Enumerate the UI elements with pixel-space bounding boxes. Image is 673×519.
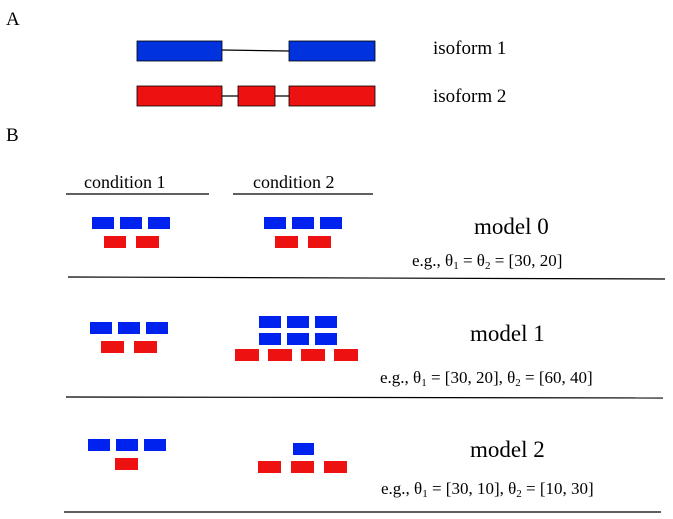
theta-subscript: 1 — [422, 488, 428, 500]
read-isoform-2 — [115, 458, 138, 470]
theta-symbol: θ — [445, 251, 454, 270]
read-isoform-1 — [315, 333, 337, 345]
read-isoform-1 — [120, 217, 142, 229]
example-text: = [10, 30] — [521, 479, 594, 498]
theta-symbol: θ — [507, 368, 516, 387]
panel-b-letter: B — [6, 125, 19, 146]
model-1-title: model 1 — [470, 321, 545, 346]
read-isoform-2 — [324, 461, 347, 473]
theta-symbol: θ — [476, 251, 485, 270]
read-isoform-1 — [118, 322, 140, 334]
read-isoform-1 — [259, 333, 281, 345]
read-isoform-1 — [148, 217, 170, 229]
read-isoform-1 — [293, 443, 314, 455]
example-prefix: e.g., — [412, 251, 446, 270]
read-isoform-2 — [291, 461, 314, 473]
isoform-1-label: isoform 1 — [433, 38, 507, 59]
example-text: = [30, 20], — [426, 368, 508, 387]
theta-subscript: 1 — [421, 377, 427, 389]
read-isoform-2 — [134, 341, 157, 353]
isoform-1-intron — [221, 49, 290, 52]
theta-subscript: 1 — [453, 260, 459, 272]
theta-subscript: 2 — [515, 377, 521, 389]
read-isoform-2 — [101, 341, 124, 353]
read-isoform-1 — [116, 439, 138, 451]
read-isoform-1 — [146, 322, 168, 334]
condition-2-label: condition 2 — [253, 172, 335, 192]
example-prefix: e.g., — [381, 479, 415, 498]
theta-symbol: θ — [414, 479, 423, 498]
condition-1-label: condition 1 — [84, 172, 166, 192]
read-isoform-2 — [268, 349, 292, 361]
read-isoform-2 — [301, 349, 325, 361]
read-isoform-2 — [258, 461, 281, 473]
model-0-separator — [67, 276, 666, 280]
theta-subscript: 2 — [516, 488, 522, 500]
read-isoform-1 — [90, 322, 112, 334]
read-isoform-1 — [292, 217, 314, 229]
theta-symbol: θ — [413, 368, 422, 387]
read-isoform-2 — [308, 236, 331, 248]
isoform-2-label: isoform 2 — [433, 86, 507, 107]
example-text: = [30, 20] — [490, 251, 563, 270]
read-isoform-1 — [315, 316, 337, 328]
example-text: = — [458, 251, 477, 270]
read-isoform-1 — [287, 316, 309, 328]
read-isoform-1 — [287, 333, 309, 345]
read-isoform-1 — [92, 217, 114, 229]
theta-symbol: θ — [508, 479, 517, 498]
read-isoform-2 — [136, 236, 159, 248]
panel-a-letter: A — [6, 9, 20, 30]
model-0-title: model 0 — [474, 214, 549, 239]
model-2-title: model 2 — [470, 437, 545, 462]
isoform-2-exon-1 — [136, 85, 223, 107]
model-1-separator — [65, 396, 664, 399]
read-isoform-2 — [235, 349, 259, 361]
read-isoform-1 — [264, 217, 286, 229]
read-isoform-2 — [104, 236, 126, 248]
read-isoform-1 — [88, 439, 110, 451]
read-isoform-1 — [144, 439, 166, 451]
read-isoform-1 — [259, 316, 281, 328]
isoform-1-exon-1 — [136, 40, 223, 62]
isoform-2-exon-3 — [288, 85, 376, 107]
model-2-example: e.g., θ1 = [30, 10], θ2 = [10, 30] — [381, 480, 594, 500]
example-prefix: e.g., — [380, 368, 414, 387]
example-text: = [60, 40] — [520, 368, 593, 387]
model-1-example: e.g., θ1 = [30, 20], θ2 = [60, 40] — [380, 369, 593, 389]
theta-subscript: 2 — [484, 260, 491, 272]
read-isoform-1 — [320, 217, 342, 229]
read-isoform-2 — [334, 349, 358, 361]
read-isoform-2 — [275, 236, 298, 248]
model-0-example: e.g., θ1 = θ2 = [30, 20] — [412, 252, 562, 272]
example-text: = [30, 10], — [427, 479, 509, 498]
isoform-1-exon-2 — [288, 40, 376, 62]
isoform-2-exon-2 — [237, 85, 276, 107]
